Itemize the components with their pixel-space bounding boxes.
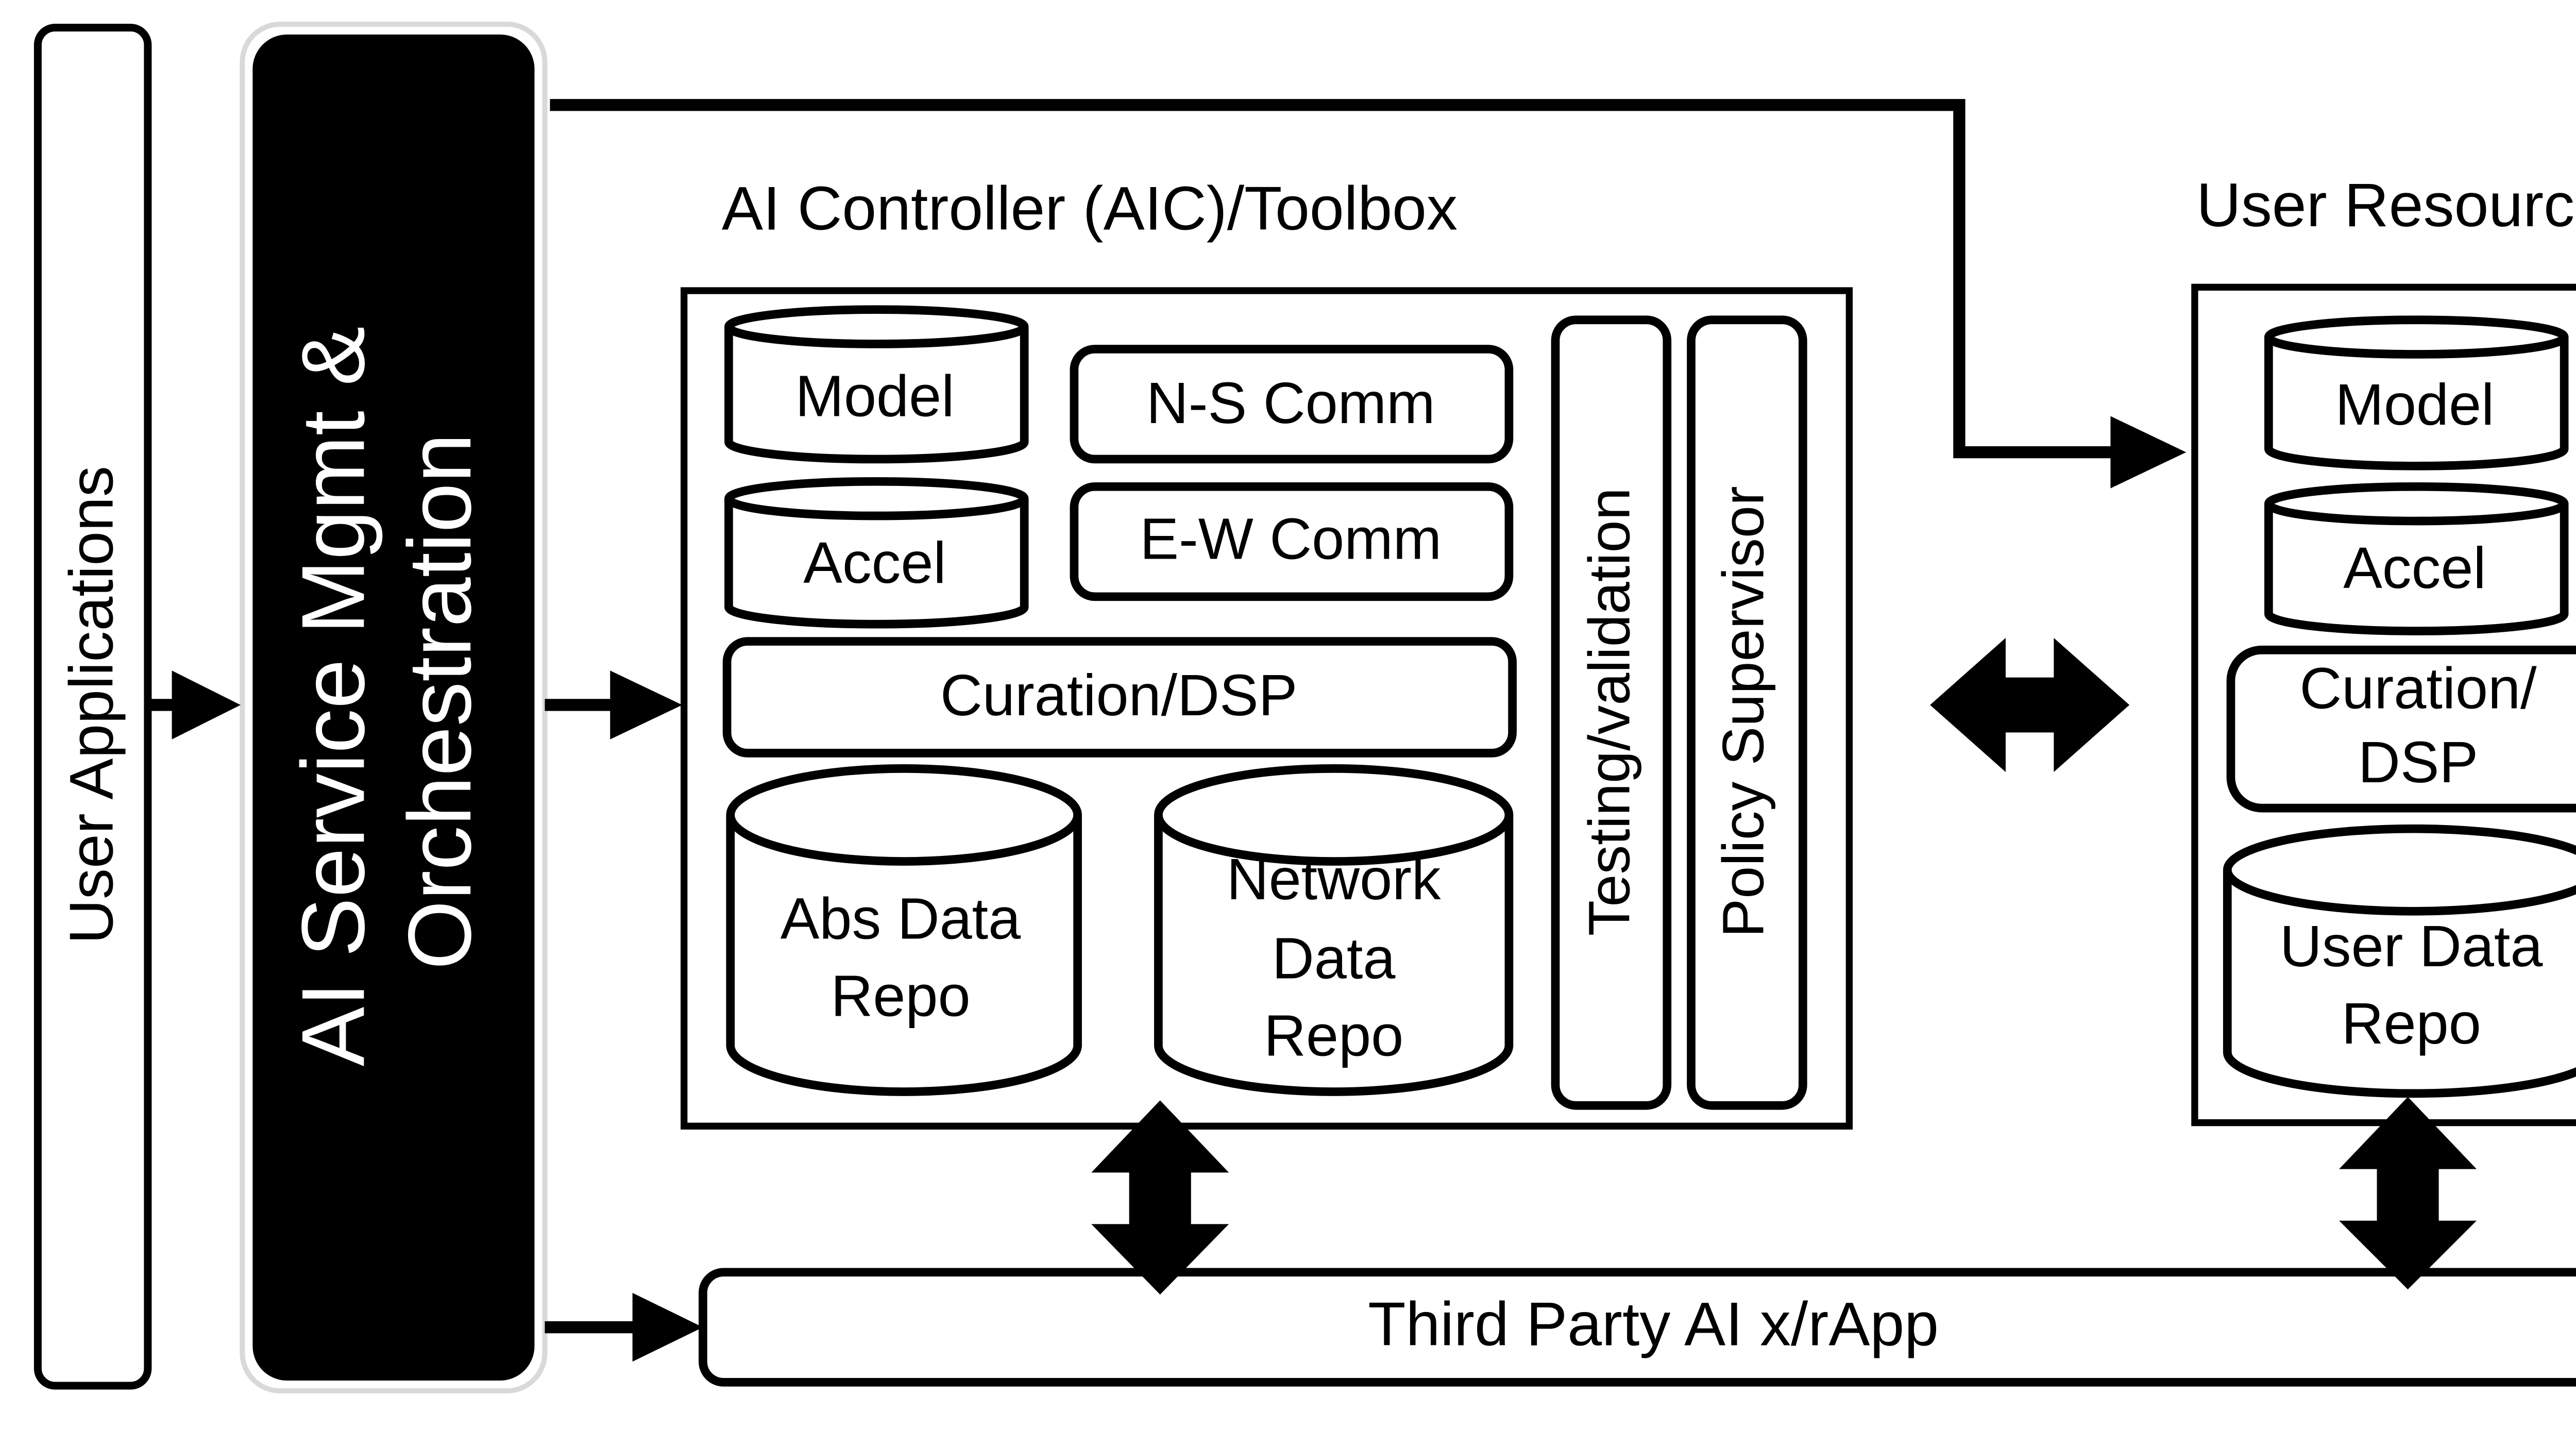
connector-orchestration-to-user-resources xyxy=(550,99,2187,489)
user-applications-block: User Applications xyxy=(33,24,152,1390)
arrow-orchestration-to-third-party xyxy=(545,1292,703,1362)
aic-model-label: Model xyxy=(795,363,955,429)
ur-accel-store: Accel xyxy=(2264,482,2569,635)
aic-abs-repo-line1: Abs Data xyxy=(781,886,1021,952)
aic-net-repo-line2: Data xyxy=(1272,926,1396,991)
arrow-orchestration-to-aic xyxy=(545,670,683,739)
aic-abs-data-repo: Abs Data Repo xyxy=(726,764,1082,1096)
aic-network-data-repo: Network Data Repo xyxy=(1154,764,1514,1096)
aic-ns-comm-label: N-S Comm xyxy=(1146,371,1435,436)
aic-curation-dsp: Curation/DSP xyxy=(722,637,1517,758)
aic-ew-comm: E-W Comm xyxy=(1070,482,1514,601)
user-applications-label: User Applications xyxy=(57,466,126,944)
aic-accel-label: Accel xyxy=(803,530,946,596)
aic-user-resources-double-arrow xyxy=(1930,637,2130,772)
ur-model-label: Model xyxy=(2335,372,2494,438)
ur-accel-label: Accel xyxy=(2343,535,2486,601)
third-party-label: Third Party AI x/rApp xyxy=(1368,1290,1939,1359)
orchestration-block: AI Service Mgmt & Orchestration xyxy=(240,21,548,1393)
aic-third-party-double-arrow xyxy=(1091,1100,1229,1295)
ur-user-data-repo: User Data Repo xyxy=(2223,824,2576,1098)
aic-curation-label: Curation/DSP xyxy=(940,663,1297,728)
aic-net-repo-line3: Repo xyxy=(1264,1003,1403,1068)
ur-user-repo-line2: Repo xyxy=(2342,991,2481,1056)
ur-curation-line2: DSP xyxy=(2358,730,2478,795)
orchestration-label-line2: Orchestration xyxy=(389,433,489,970)
aic-policy-supervisor: Policy Supervisor xyxy=(1687,315,1807,1110)
ur-model-store: Model xyxy=(2264,315,2569,470)
user-resources-third-party-double-arrow xyxy=(2339,1097,2477,1290)
aic-model-store: Model xyxy=(724,305,1029,464)
orchestration-label-line1: AI Service Mgmt & xyxy=(283,326,383,1066)
aic-policy-label: Policy Supervisor xyxy=(1711,486,1776,937)
aic-testing-label: Testing/validation xyxy=(1577,487,1642,936)
arrow-apps-to-orchestration xyxy=(147,670,241,739)
ur-user-repo-line1: User Data xyxy=(2280,914,2543,979)
third-party-block: Third Party AI x/rApp xyxy=(699,1268,2576,1387)
aic-title: AI Controller (AIC)/Toolbox xyxy=(722,174,1458,243)
ur-curation-dsp: Curation/ DSP xyxy=(2226,645,2576,813)
aic-accel-store: Accel xyxy=(724,477,1029,629)
aic-testing-validation: Testing/validation xyxy=(1551,315,1672,1110)
user-resources-title: User Resources xyxy=(2196,171,2576,240)
ur-curation-line1: Curation/ xyxy=(2300,656,2537,721)
aic-ns-comm: N-S Comm xyxy=(1070,345,1514,464)
aic-ew-comm-label: E-W Comm xyxy=(1140,506,1442,571)
aic-abs-repo-line2: Repo xyxy=(831,964,970,1029)
